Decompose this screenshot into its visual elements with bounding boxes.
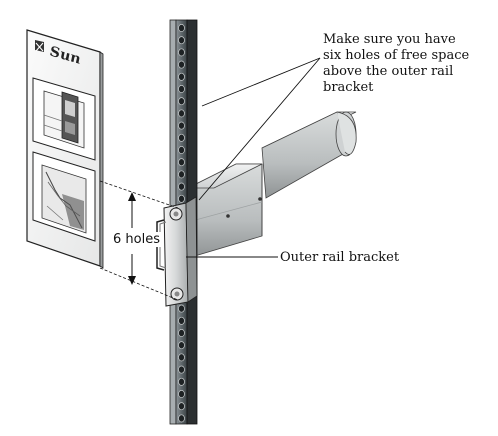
free-space-note-line: Make sure you have	[323, 32, 456, 47]
rack-hole-icon	[178, 109, 185, 118]
rack-hole-icon	[178, 48, 185, 57]
rack-hole-icon	[178, 72, 185, 81]
rack-hole-icon	[178, 341, 185, 350]
six-holes-dimension	[99, 180, 179, 301]
outer-rail-bracket-label: Outer rail bracket	[280, 250, 400, 265]
rack-hole-icon	[178, 182, 185, 191]
rack-hole-icon	[178, 146, 185, 154]
rack-hole-icon	[178, 377, 185, 386]
rack-hole-icon	[178, 36, 185, 45]
rack-hole-icon	[178, 353, 185, 362]
rack-hole-icon	[178, 170, 185, 179]
free-space-note-line: above the outer rail	[323, 64, 454, 79]
rack-hole-icon	[178, 194, 185, 203]
rack-hole-icon	[178, 402, 185, 411]
sun-logo-icon	[35, 40, 44, 52]
rack-hole-icon	[178, 24, 185, 32]
server-front-panel: Sun	[26, 29, 104, 269]
rack-hole-icon	[178, 85, 185, 93]
free-space-note-line: six holes of free space	[323, 48, 470, 63]
rack-hole-icon	[178, 414, 185, 423]
rack-hole-icon	[178, 329, 185, 337]
rack-hole-icon	[178, 390, 185, 398]
rack-hole-icon	[178, 158, 185, 167]
leader-lines	[186, 57, 321, 258]
rack-hole-icon	[178, 133, 185, 142]
rack-hole-icon	[178, 304, 185, 313]
screw-icon	[169, 207, 183, 221]
rack-hole-icon	[178, 97, 185, 106]
rack-hole-icon	[178, 121, 185, 130]
screw-icon	[170, 287, 184, 301]
free-space-note: Make sure you have six holes of free spa…	[323, 32, 469, 96]
rack-hole-icon	[178, 365, 185, 374]
outer-rail-bracket	[156, 196, 198, 307]
six-holes-label: 6 holes	[112, 232, 161, 247]
rack-hole-icon	[178, 60, 185, 69]
free-space-note-line: bracket	[323, 80, 374, 95]
rack-hole-icon	[178, 316, 185, 325]
slide-rail-arm	[187, 111, 357, 259]
